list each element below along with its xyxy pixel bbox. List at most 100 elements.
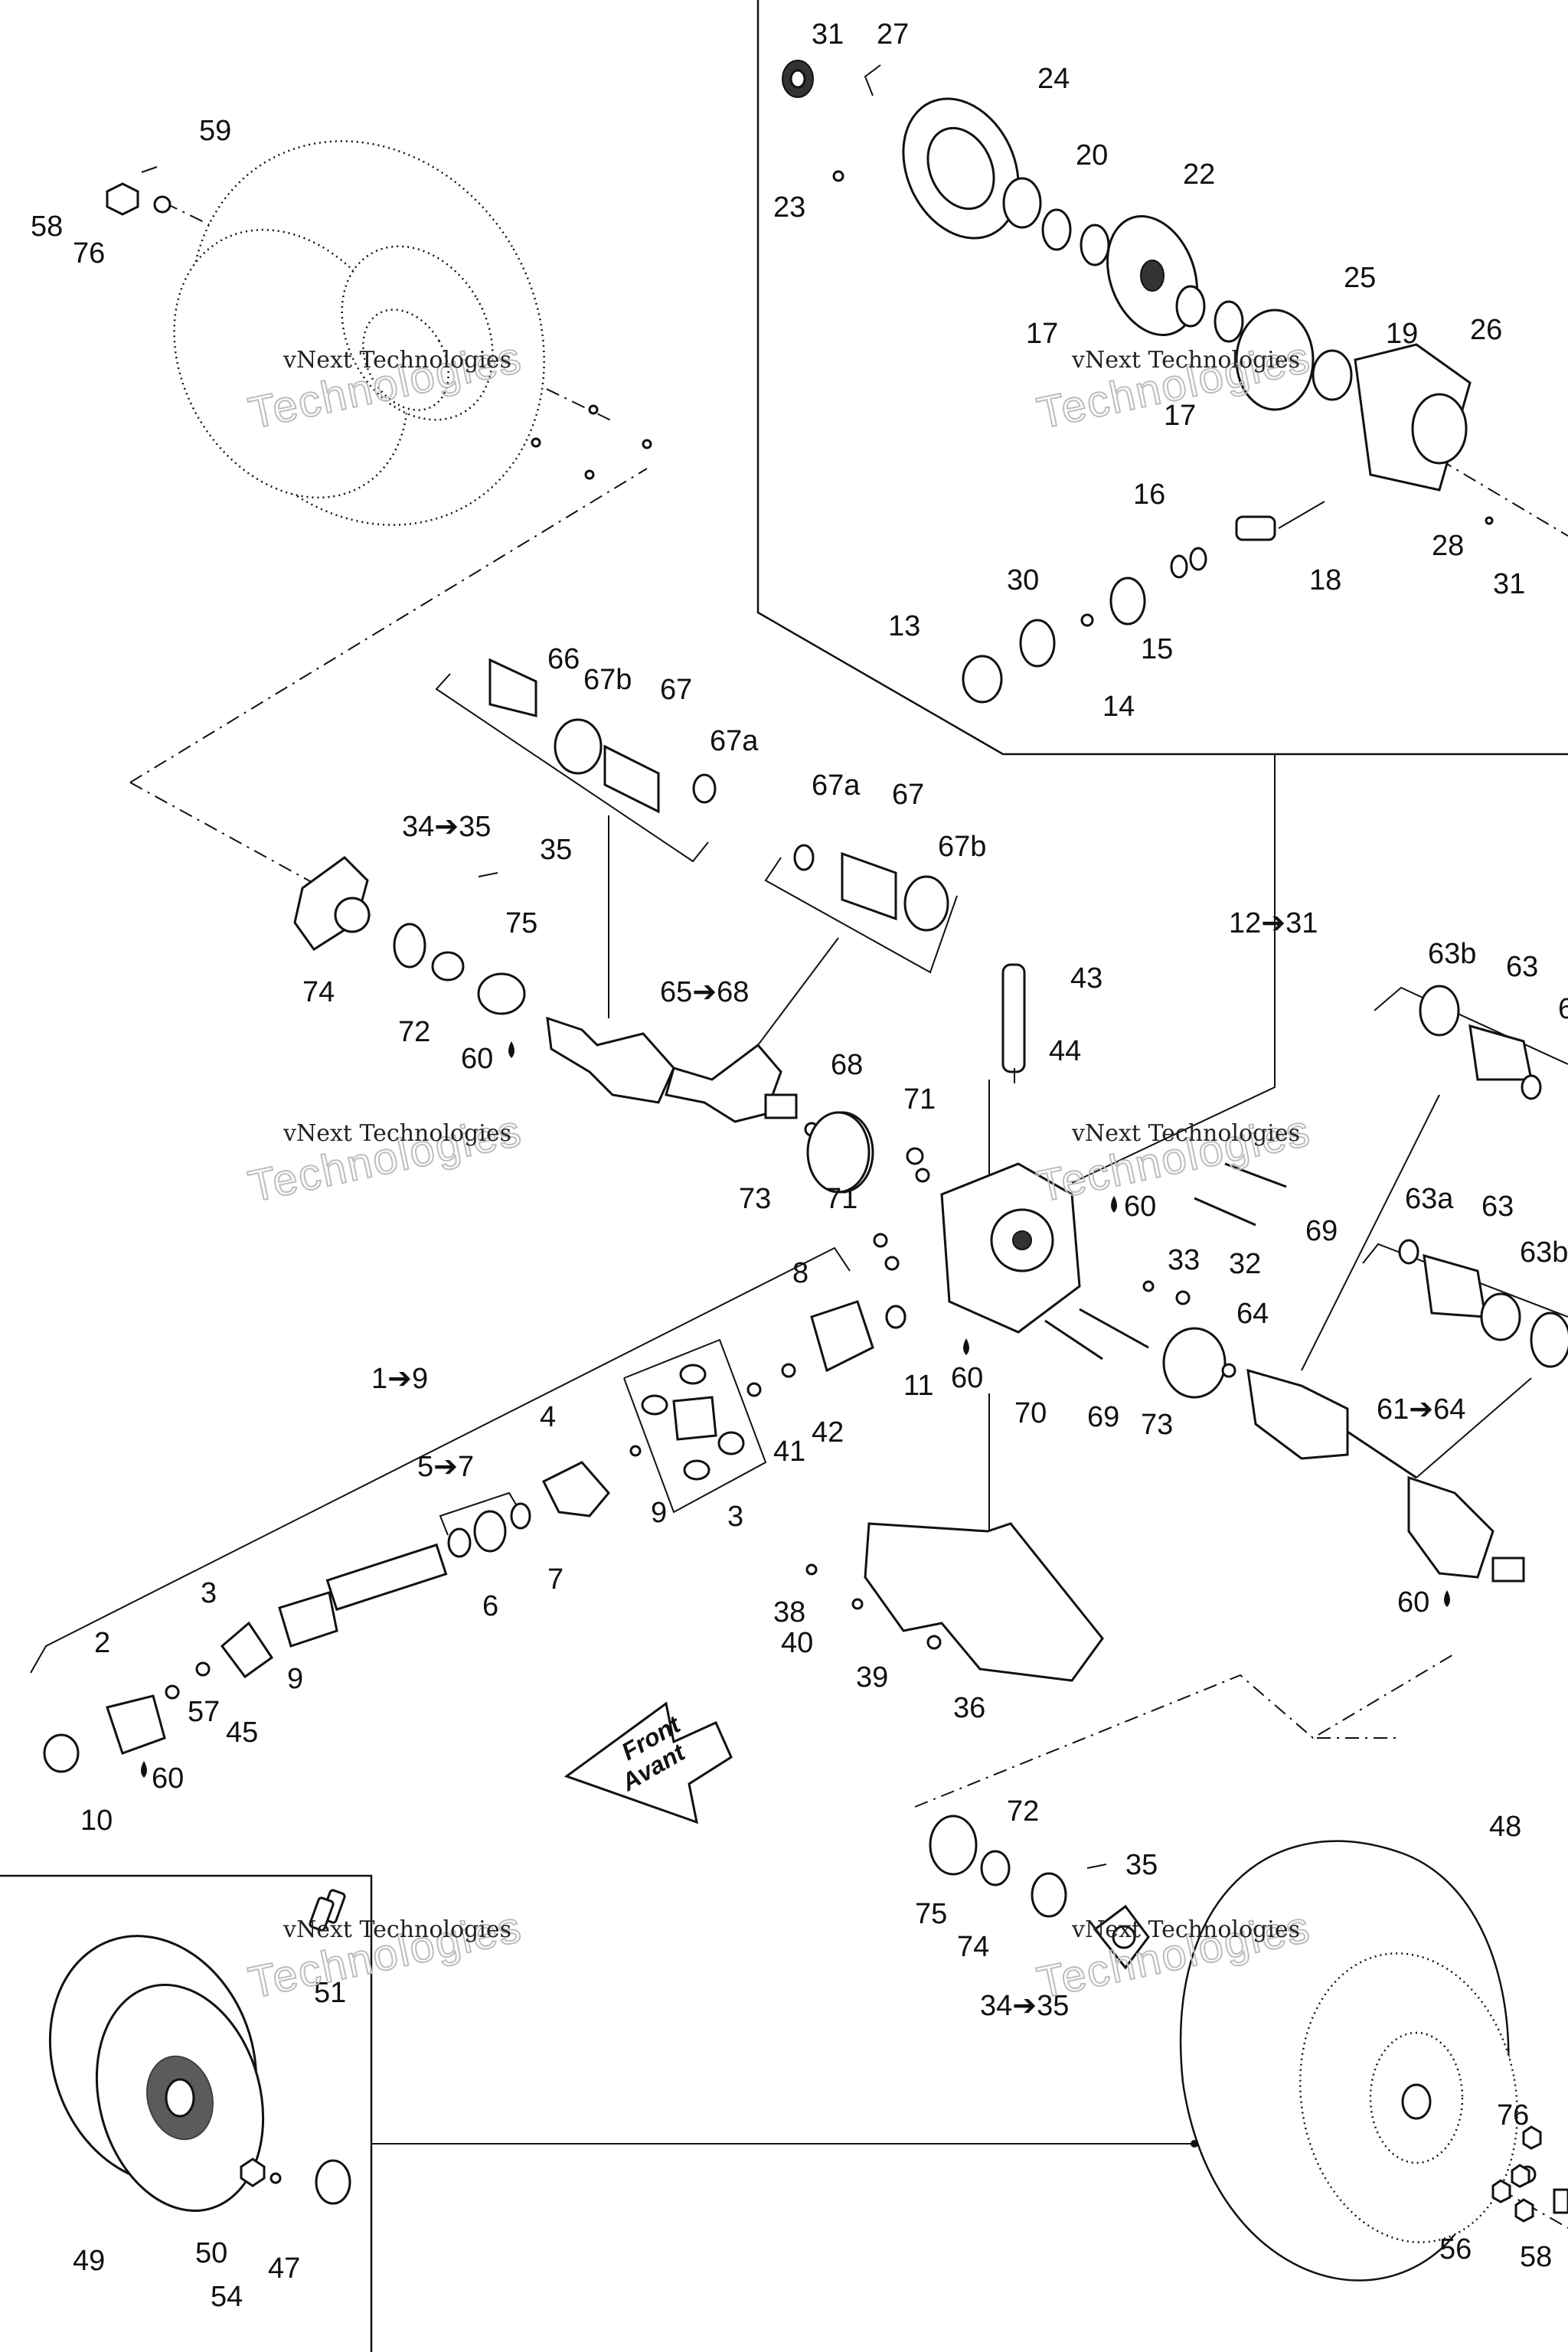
callout-c67ab: 67a [812, 769, 861, 802]
callout-c3435a: 34➔35 [402, 811, 491, 843]
callout-c75a: 75 [505, 907, 537, 939]
oil-drop-icon [1111, 1196, 1117, 1213]
callout-c69a: 69 [1305, 1215, 1338, 1247]
lower-hub-parts [929, 1815, 1150, 1970]
watermark-small: vNext Technologies [1071, 347, 1300, 374]
callout-c6: 6 [482, 1590, 498, 1622]
callout-c69b: 69 [1087, 1401, 1119, 1433]
watermark-small: vNext Technologies [1071, 1916, 1300, 1943]
callout-c67ba: 67b [583, 664, 632, 696]
watermark-small: vNext Technologies [283, 1916, 511, 1943]
callout-c74b: 74 [957, 1931, 989, 1963]
callout-c60d: 60 [152, 1762, 184, 1795]
callout-c26: 26 [1470, 314, 1502, 346]
front-direction-arrow: Front Avant [564, 1701, 733, 1824]
callout-c24: 24 [1037, 63, 1070, 95]
callout-c47: 47 [268, 2252, 300, 2285]
callout-c45: 45 [226, 1717, 258, 1749]
callout-c48: 48 [1489, 1811, 1521, 1843]
callout-c27: 27 [877, 18, 909, 51]
callout-c63ba: 63b [1428, 938, 1476, 970]
callout-c73a: 73 [739, 1183, 771, 1215]
callout-c11: 11 [903, 1370, 933, 1402]
watermark-small: vNext Technologies [283, 1120, 511, 1147]
oil-drop-icons [141, 1041, 1450, 1778]
oil-drop-icon [1444, 1590, 1450, 1607]
callout-c63bb: 63b [1520, 1236, 1568, 1269]
callout-c17a: 17 [1026, 318, 1058, 350]
callout-c15: 15 [1141, 633, 1173, 665]
callout-c54: 54 [211, 2281, 243, 2313]
callout-c22: 22 [1183, 158, 1215, 191]
callout-c76b: 76 [1497, 2099, 1529, 2132]
callout-c17b: 17 [1164, 400, 1196, 432]
callout-c3a: 3 [727, 1501, 743, 1533]
callout-c9a: 9 [651, 1497, 667, 1529]
callout-c33: 33 [1168, 1244, 1200, 1276]
callout-c39: 39 [856, 1661, 888, 1694]
callout-c18: 18 [1309, 564, 1341, 596]
callout-c72a: 72 [398, 1016, 430, 1048]
watermarks: Technologies vNext Technologies Technolo… [243, 332, 1315, 2009]
leader-lines [30, 673, 1568, 2148]
callout-c71b: 71 [825, 1183, 858, 1215]
callout-c67aa: 67a [710, 725, 759, 757]
callout-c28: 28 [1432, 530, 1464, 562]
callout-c38: 38 [773, 1596, 805, 1628]
callout-c6568: 65➔68 [660, 976, 749, 1008]
callout-c1231: 12➔31 [1229, 907, 1318, 939]
callout-c16: 16 [1133, 479, 1165, 511]
callout-c70: 70 [1014, 1397, 1047, 1429]
callout-c41: 41 [773, 1436, 805, 1468]
callout-c9b: 9 [287, 1663, 303, 1695]
callout-c42: 42 [812, 1416, 844, 1449]
callout-c50: 50 [195, 2237, 227, 2269]
callout-c49: 49 [73, 2245, 105, 2277]
callout-c4: 4 [540, 1401, 556, 1433]
callout-c31a: 31 [812, 18, 844, 51]
callout-c56: 56 [1439, 2233, 1472, 2265]
callout-c76a: 76 [73, 237, 105, 270]
callout-c58a: 58 [31, 211, 63, 243]
callout-c20: 20 [1076, 139, 1108, 172]
callout-c35b: 35 [1125, 1849, 1158, 1881]
callout-c3435b: 34➔35 [980, 1990, 1069, 2022]
differential-inset-frame [756, 0, 1568, 756]
callout-c63a: 63 [1506, 951, 1538, 983]
callout-c2: 2 [94, 1627, 110, 1659]
callout-c6164: 61➔64 [1377, 1393, 1465, 1426]
callout-c63c: 63 [1558, 993, 1568, 1025]
callout-c71a: 71 [903, 1083, 936, 1116]
callout-c73b: 73 [1141, 1409, 1173, 1441]
wheel-nuts-upper [531, 404, 652, 480]
skid-plate [805, 1522, 1104, 1682]
callout-c19b: 1➔9 [371, 1363, 428, 1395]
lower-right-tire [1179, 1840, 1568, 2282]
callout-c58b: 58 [1520, 2241, 1552, 2273]
propeller-shaft [43, 1300, 906, 1773]
callout-c74a: 74 [302, 976, 335, 1008]
callout-c75b: 75 [915, 1898, 947, 1930]
right-drive-shaft [1246, 985, 1568, 1583]
callout-c60e: 60 [1397, 1586, 1429, 1619]
callout-c36: 36 [953, 1692, 985, 1724]
left-drive-shaft [293, 658, 949, 1194]
callout-c60b: 60 [1124, 1191, 1156, 1223]
callout-c67b2: 67 [892, 779, 924, 811]
upper-left-tire [173, 140, 545, 526]
callout-c60c: 60 [951, 1362, 983, 1394]
callout-c7: 7 [547, 1563, 564, 1596]
callout-c35a: 35 [540, 834, 572, 866]
callout-c64: 64 [1236, 1298, 1269, 1330]
callout-c44: 44 [1049, 1035, 1081, 1067]
callout-c66: 66 [547, 643, 580, 675]
callout-c57: 57 [188, 1696, 220, 1728]
lug-nut-58-upper [106, 166, 172, 216]
callout-c60a: 60 [461, 1043, 493, 1075]
callout-c25: 25 [1344, 262, 1376, 294]
callout-c40: 40 [781, 1627, 813, 1659]
callout-c57b: 5➔7 [417, 1451, 474, 1483]
oil-drop-icon [141, 1761, 147, 1778]
